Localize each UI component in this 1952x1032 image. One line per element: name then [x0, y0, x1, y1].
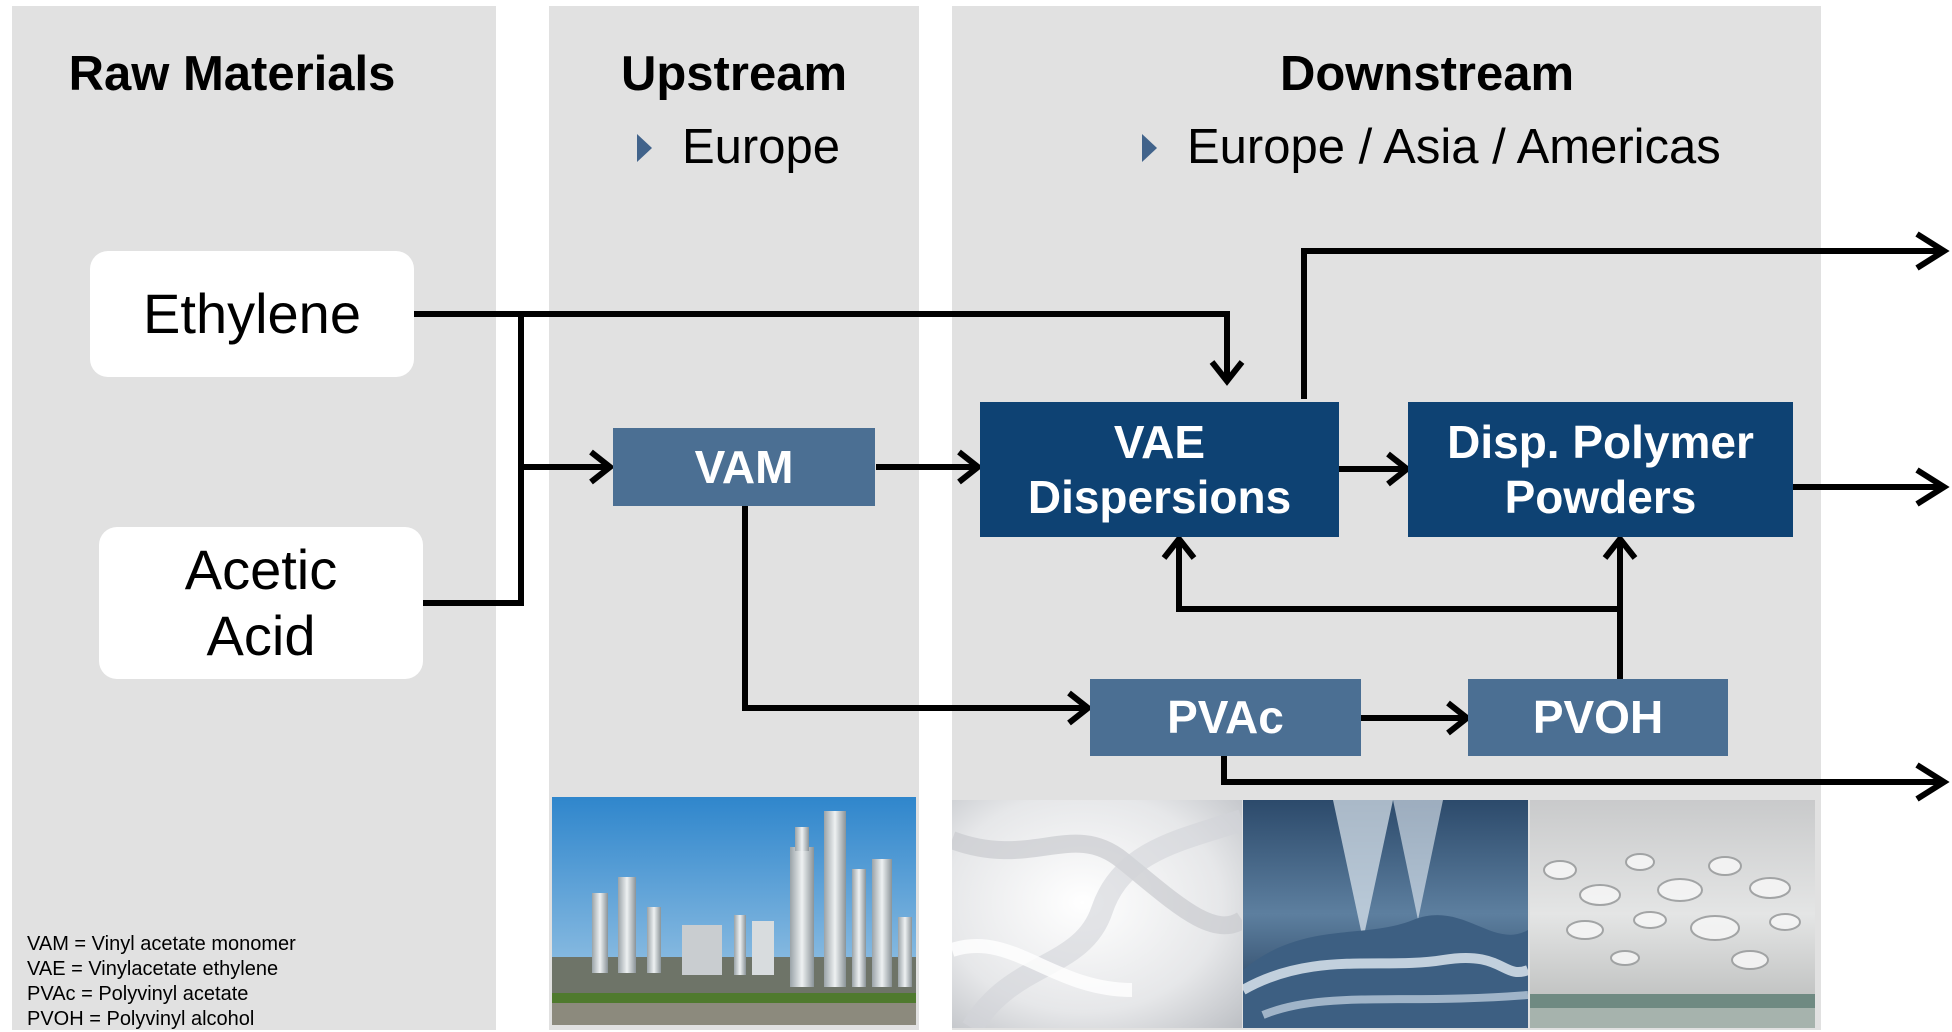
legend-item: PVAc = Polyvinyl acetate: [27, 983, 249, 1005]
bullet-triangle-icon: [1142, 133, 1157, 162]
arrowhead: [1915, 762, 1950, 802]
raw-materials-title: Raw Materials: [68, 47, 396, 101]
downstream-region-label: Europe / Asia / Americas: [1187, 120, 1721, 174]
arrowhead: [1915, 467, 1950, 507]
raw-material-acetic-acid: Acetic Acid: [99, 527, 423, 679]
legend-item: PVOH = Polyvinyl alcohol: [27, 1008, 255, 1030]
water-wave-photo: [1243, 800, 1528, 1028]
bullet-triangle-icon: [637, 133, 652, 162]
raw-material-ethylene: Ethylene: [90, 251, 414, 377]
raw-material-label: Ethylene: [143, 281, 361, 345]
abbreviation-legend: VAM = Vinyl acetate monomer VAE = Vinyla…: [27, 932, 296, 1032]
downstream-region: Europe / Asia / Americas: [1142, 123, 1721, 172]
node-vae-label: VAE Dispersions: [1027, 416, 1292, 523]
upstream-region: Europe: [637, 123, 840, 172]
arrowhead: [1915, 231, 1950, 271]
node-powders-label: Disp. Polymer Powders: [1447, 416, 1754, 523]
node-vae-dispersions: VAE Dispersions: [980, 402, 1339, 537]
downstream-title: Downstream: [1279, 47, 1575, 101]
raw-materials-column: [12, 6, 496, 1030]
node-pvoh: PVOH: [1468, 679, 1728, 756]
node-disp-polymer-powders: Disp. Polymer Powders: [1408, 402, 1793, 537]
legend-item: VAE = Vinylacetate ethylene: [27, 958, 279, 980]
node-pvac: PVAc: [1090, 679, 1361, 756]
white-fabric-photo: [952, 800, 1242, 1028]
node-pvoh-label: PVOH: [1532, 691, 1664, 744]
node-vam-label: VAM: [694, 440, 794, 493]
node-pvac-label: PVAc: [1167, 691, 1284, 744]
bubbles-photo: [1530, 800, 1815, 1028]
legend-item: VAM = Vinyl acetate monomer: [27, 933, 296, 955]
upstream-region-label: Europe: [682, 120, 841, 174]
node-vam: VAM: [613, 428, 875, 506]
raw-material-label: Acetic Acid: [184, 537, 338, 667]
upstream-title: Upstream: [620, 47, 848, 101]
chemical-plant-photo: [552, 797, 916, 1025]
